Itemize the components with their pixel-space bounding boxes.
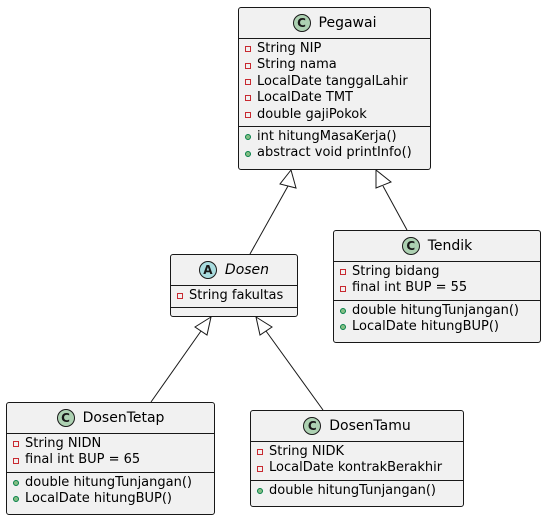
method-text: LocalDate hitungBUP() [25,491,172,507]
method-row: double hitungTunjangan() [13,475,208,491]
class-header: A Dosen [171,255,297,286]
methods-section: double hitungTunjangan()LocalDate hitung… [334,301,540,339]
private-visibility-icon [257,449,263,456]
private-visibility-icon [340,269,346,276]
method-text: double hitungTunjangan() [269,482,436,498]
private-visibility-icon [245,46,251,53]
class-header: C Pegawai [239,8,430,39]
field-row: String fakultas [177,288,291,304]
field-row: String NIDN [13,436,208,452]
field-text: String fakultas [189,288,284,303]
field-text: LocalDate kontrakBerakhir [269,460,443,476]
method-row: double hitungTunjangan() [340,303,534,319]
field-text: String NIDN [25,436,102,451]
method-text: abstract void printInfo() [257,145,412,161]
private-visibility-icon [257,465,263,472]
edge-dosentetap-dosen [150,330,202,403]
class-stereotype-icon: C [303,417,322,435]
method-text: LocalDate hitungBUP() [352,319,499,335]
field-text: LocalDate tanggalLahir [257,73,408,89]
private-visibility-icon [245,79,251,86]
field-text: String NIP [257,41,322,56]
method-row: int hitungMasaKerja() [245,129,424,145]
field-text: LocalDate TMT [257,90,353,106]
edge-tendik-pegawai [382,185,408,231]
arrowhead-dosen-pegawai [279,168,297,189]
class-header: C Tendik [334,231,540,262]
method-text: double hitungTunjangan() [352,302,519,318]
fields-section: String fakultas [171,286,297,309]
method-text: int hitungMasaKerja() [257,129,397,145]
private-visibility-icon [13,457,19,464]
class-name: DosenTamu [329,418,411,434]
arrowhead-dosentamu-dosen [255,315,273,336]
field-row: String bidang [340,264,534,280]
arrowhead-dosentetap-dosen [194,315,212,336]
class-stereotype-icon: C [56,409,75,427]
private-visibility-icon [245,95,251,102]
field-text: final int BUP = 65 [25,452,141,468]
method-row: LocalDate hitungBUP() [13,491,208,507]
field-text: double gajiPokok [257,106,367,122]
field-row: LocalDate TMT [245,90,424,106]
method-row: double hitungTunjangan() [257,483,457,499]
class-name: Tendik [427,238,473,254]
method-text: double hitungTunjangan() [25,474,192,490]
field-row: String NIDK [257,444,457,460]
methods-section [171,308,297,319]
field-text: String NIDK [269,444,345,459]
public-visibility-icon [245,150,251,157]
public-visibility-icon [245,134,251,141]
abstract-stereotype-icon: A [198,261,217,279]
edge-dosen-pegawai [249,185,289,255]
private-visibility-icon [13,441,19,448]
private-visibility-icon [245,111,251,118]
class-dosen[interactable]: A Dosen String fakultas [170,254,298,317]
field-row: double gajiPokok [245,107,424,123]
field-row: final int BUP = 65 [13,452,208,468]
arrowhead-tendik-pegawai [375,168,392,189]
class-name: DosenTetap [82,410,165,426]
methods-section: double hitungTunjangan()LocalDate hitung… [7,473,214,511]
public-visibility-icon [13,496,19,503]
public-visibility-icon [340,324,346,331]
private-visibility-icon [177,293,183,300]
class-stereotype-icon: C [292,14,311,32]
field-text: String bidang [352,264,440,279]
public-visibility-icon [257,488,263,495]
field-row: LocalDate tanggalLahir [245,74,424,90]
method-row: abstract void printInfo() [245,145,424,161]
edge-dosentamu-dosen [265,330,324,411]
method-row: LocalDate hitungBUP() [340,319,534,335]
class-header: C DosenTamu [251,411,463,442]
methods-section: int hitungMasaKerja()abstract void print… [239,127,430,165]
class-header: C DosenTetap [7,403,214,434]
class-stereotype-icon: C [401,237,420,255]
class-name: Dosen [224,262,270,278]
public-visibility-icon [13,480,19,487]
class-name: Pegawai [318,15,377,31]
field-text: String nama [257,57,337,73]
field-row: String nama [245,57,424,73]
field-text: final int BUP = 55 [352,280,468,296]
private-visibility-icon [245,62,251,69]
methods-section: double hitungTunjangan() [251,481,463,502]
field-row: LocalDate kontrakBerakhir [257,460,457,476]
field-row: final int BUP = 55 [340,280,534,296]
private-visibility-icon [340,285,346,292]
public-visibility-icon [340,308,346,315]
field-row: String NIP [245,41,424,57]
